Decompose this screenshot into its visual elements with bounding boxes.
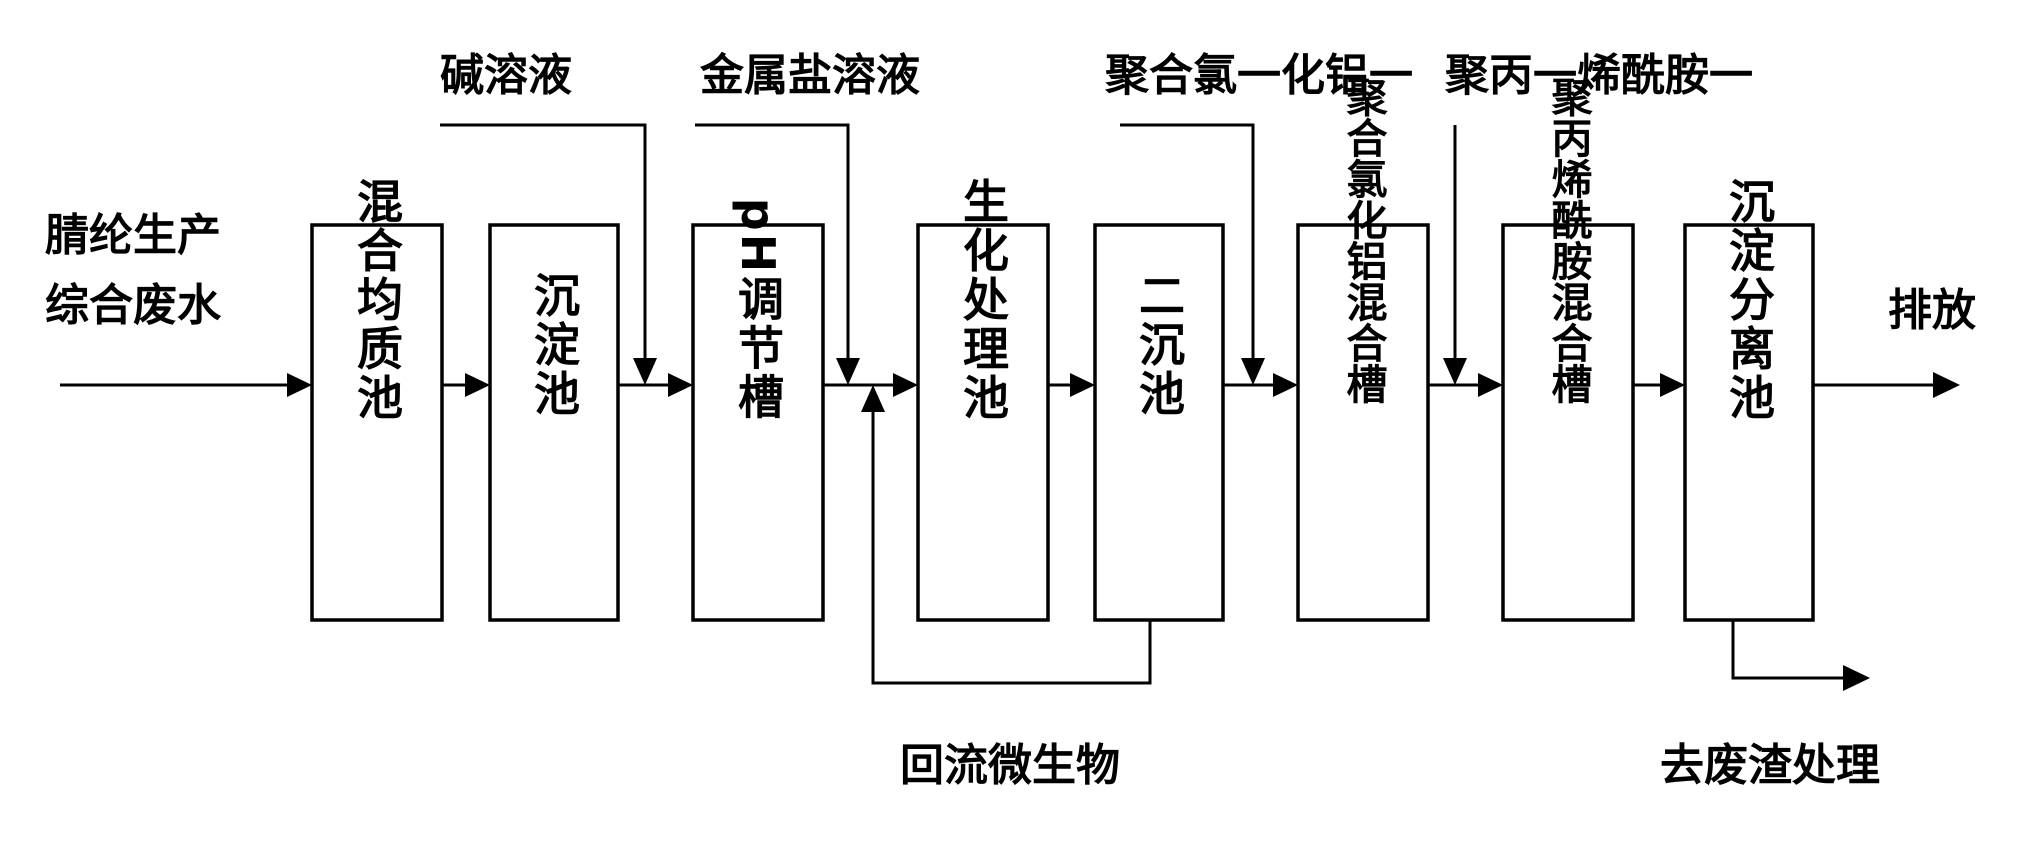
input-label-line1: 腈纶生产 bbox=[45, 210, 221, 261]
unit-label-secondary-sedimentation-tank: 二沉池 bbox=[1132, 272, 1186, 419]
arrow-pam-feed bbox=[1443, 358, 1467, 385]
arrow-return-flow bbox=[861, 385, 885, 412]
unit-label-sedimentation-separation-tank: 沉淀分离池 bbox=[1722, 178, 1776, 423]
box-secondary-sedimentation-tank bbox=[1093, 223, 1225, 622]
box-mixing-homogenization-tank bbox=[310, 223, 444, 622]
unit-label-sedimentation-tank: 沉淀池 bbox=[527, 272, 581, 419]
sludge-disposal-label: 去废渣处理 bbox=[1660, 740, 1880, 791]
unit-label-biochemical-treatment-tank: 生化处理池 bbox=[956, 178, 1010, 423]
unit-label-mixing-homogenization-tank: 混合均质池 bbox=[350, 178, 404, 423]
unit-label-pac-mixing-tank: 聚合氯化铝混合槽 bbox=[1339, 76, 1389, 404]
arrow-into-pac-tank bbox=[1273, 373, 1298, 397]
return-flow-line bbox=[871, 405, 1152, 685]
box-biochemical-treatment-tank bbox=[916, 223, 1050, 622]
box-sedimentation-separation-tank bbox=[1683, 223, 1815, 622]
box-pac-mixing-tank bbox=[1296, 223, 1430, 622]
sludge-line bbox=[1731, 620, 1845, 680]
discharge-label: 排放 bbox=[1888, 285, 1976, 336]
arrow-into-mixing-tank bbox=[287, 373, 312, 397]
reagent-label-alkali: 碱溶液 bbox=[440, 50, 572, 101]
arrow-discharge bbox=[1933, 372, 1960, 398]
arrow-into-sedimentation-tank bbox=[465, 373, 490, 397]
feed-line-alkali bbox=[440, 123, 647, 365]
reagent-label-pam: 聚丙一烯酰胺一 bbox=[1444, 50, 1753, 101]
reagent-label-metal-salt: 金属盐溶液 bbox=[699, 50, 920, 101]
unit-label-ph-adjustment-tank: pH调节槽 bbox=[731, 198, 785, 422]
unit-label-pam-mixing-tank: 聚丙烯酰胺混合槽 bbox=[1544, 76, 1594, 404]
arrow-metal-salt-feed bbox=[836, 358, 860, 385]
arrow-pac-feed bbox=[1241, 358, 1265, 385]
box-pam-mixing-tank bbox=[1501, 223, 1635, 622]
feed-line-metal-salt bbox=[695, 123, 850, 365]
box-sedimentation-tank bbox=[488, 223, 620, 622]
feed-line-pac bbox=[1120, 123, 1255, 365]
box-ph-adjustment-tank bbox=[691, 223, 825, 622]
arrow-into-pam-tank bbox=[1478, 373, 1503, 397]
arrow-into-ph-tank bbox=[668, 373, 693, 397]
arrow-into-biochemical-tank bbox=[893, 373, 918, 397]
arrow-into-secondary-sedimentation bbox=[1070, 373, 1095, 397]
input-label-line2: 综合废水 bbox=[45, 280, 222, 331]
reagent-label-pac: 聚合氯一化铝一 bbox=[1104, 50, 1413, 101]
arrow-sludge bbox=[1843, 665, 1870, 691]
arrow-into-separation-tank bbox=[1660, 373, 1685, 397]
return-flow-label: 回流微生物 bbox=[900, 740, 1120, 791]
arrow-alkali-feed bbox=[633, 358, 657, 385]
